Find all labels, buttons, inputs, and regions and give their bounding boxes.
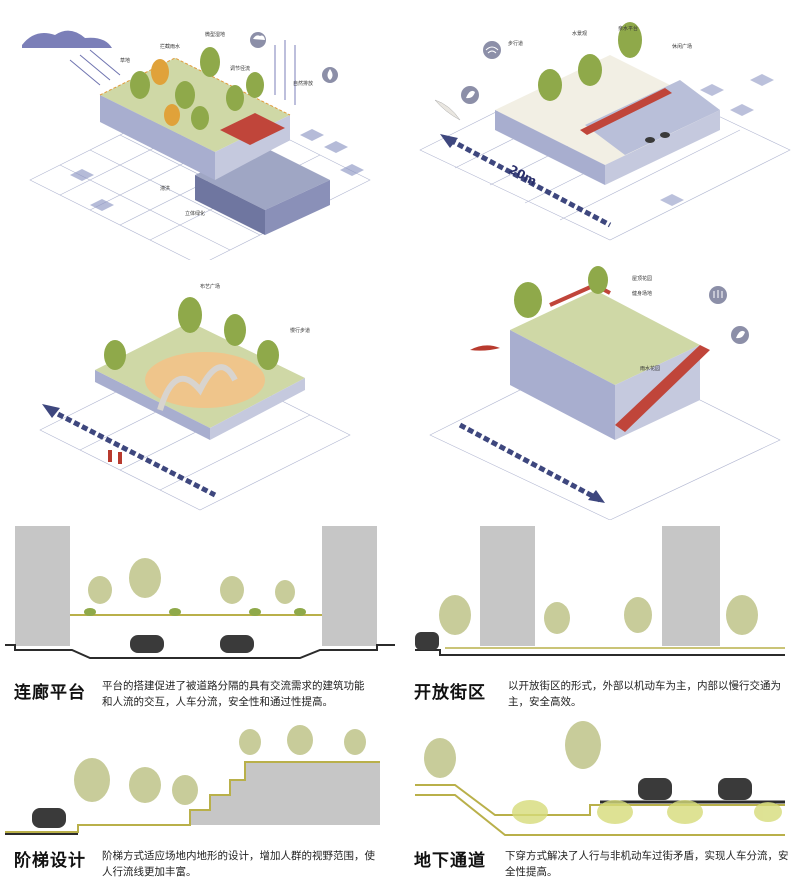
road-arrow xyxy=(440,134,612,228)
section-underpass xyxy=(415,721,785,836)
shrub-glow xyxy=(512,800,782,824)
label-3: 休闲广场 xyxy=(672,43,692,50)
grid-tiles xyxy=(660,74,774,206)
label-2: 雨水花园 xyxy=(640,365,660,372)
sculpture xyxy=(157,364,238,411)
label-1: 健身场地 xyxy=(632,290,652,297)
ramp xyxy=(615,345,710,432)
label-0: 屋顶花园 xyxy=(632,275,652,282)
road-block-front xyxy=(265,180,330,235)
label-0: 草地 xyxy=(120,57,130,64)
wifi-icon xyxy=(483,41,501,59)
label-0: 布艺广场 xyxy=(200,283,220,290)
road-arrow xyxy=(42,404,217,498)
road-profile xyxy=(415,649,785,656)
label-5: 滞洪 xyxy=(160,185,170,192)
deck-wall xyxy=(95,370,210,440)
leaf-icon xyxy=(461,86,479,104)
underpass-floor xyxy=(415,794,785,836)
swans xyxy=(645,132,670,143)
terrace-wall xyxy=(510,330,615,440)
iso-terrace: 屋顶花园 健身场地 雨水花园 xyxy=(429,266,781,520)
rain-arrows xyxy=(69,49,121,86)
red-walkway xyxy=(580,88,672,135)
car xyxy=(415,632,439,650)
cars xyxy=(638,778,752,800)
caption-text-2: 阶梯方式适应场地内地形的设计，增加人群的视野范围，使人行流线更加丰富。 xyxy=(102,850,375,878)
deck-top xyxy=(495,55,720,165)
trees xyxy=(439,595,758,635)
stepped-mass xyxy=(95,762,380,825)
building-right xyxy=(322,526,377,646)
deck-front xyxy=(605,110,720,185)
caption-text-3: 下穿方式解决了人行与非机动车过街矛盾，实现人车分流，安全性提高。 xyxy=(505,850,789,878)
road-block-side xyxy=(195,175,265,235)
car xyxy=(32,808,66,828)
water-drop-icon xyxy=(322,67,338,83)
label-0: 步行道 xyxy=(508,40,523,47)
label-1: 拦截雨水 xyxy=(160,43,180,50)
bird xyxy=(434,99,461,121)
caption-title-1: 开放街区 xyxy=(414,683,486,703)
road-arrow xyxy=(458,422,605,503)
trees xyxy=(538,22,642,101)
shrubs xyxy=(84,608,306,616)
updraft-arrows xyxy=(274,40,296,105)
label-6: 立体绿化 xyxy=(185,210,205,217)
trees xyxy=(88,558,295,604)
building-left xyxy=(15,526,70,646)
section-stepped-design xyxy=(5,725,380,835)
water-pool xyxy=(585,80,720,155)
iso-plaza: 布艺广场 慢行步道 xyxy=(39,283,351,511)
caption-title-2: 阶梯设计 xyxy=(14,851,86,871)
running-track xyxy=(220,113,285,145)
iso-riverside: 20m 步行道 水景观 亲水平台 休闲广场 xyxy=(419,22,791,241)
deck-front xyxy=(210,378,305,440)
building-left xyxy=(480,526,535,646)
section-connecting-platform xyxy=(5,526,395,659)
caption-title-3: 地下通道 xyxy=(414,851,486,871)
label-2: 微型湿地 xyxy=(205,31,225,38)
label-1: 慢行步道 xyxy=(290,327,310,334)
road-profile xyxy=(5,644,395,659)
bird xyxy=(470,345,500,351)
iso-elevated-park: 草地 拦截雨水 微型湿地 调节径流 自然排放 滞洪 立体绿化 xyxy=(22,30,371,260)
people xyxy=(108,450,122,464)
trees xyxy=(130,47,264,130)
label-1: 水景观 xyxy=(572,30,587,37)
stepped-profile xyxy=(5,761,380,833)
trees xyxy=(74,725,366,805)
hand-icon xyxy=(709,286,727,304)
rain-icon xyxy=(250,32,266,48)
cloud-icon xyxy=(22,30,112,48)
terrace-top xyxy=(510,290,700,385)
label-4: 自然排放 xyxy=(293,80,313,87)
scale-label: 20m xyxy=(507,162,539,188)
deck-wall xyxy=(495,110,605,185)
section-open-block xyxy=(415,526,785,656)
trees xyxy=(514,266,608,318)
deck-wall xyxy=(100,95,215,180)
label-3: 调节径流 xyxy=(230,65,250,72)
caption-text-1: 以开放街区的形式，外部以机动车为主，内部以慢行交通为主，安全高效。 xyxy=(508,680,781,708)
caption-text-0: 平台的搭建促进了被道路分隔的具有交流需求的建筑功能和人流的交互，人车分流，安全性… xyxy=(102,680,365,708)
leaf-icon xyxy=(731,326,749,344)
building-right xyxy=(662,526,720,646)
trees xyxy=(104,297,279,370)
caption-title-0: 连廊平台 xyxy=(14,683,86,703)
cars xyxy=(130,635,254,653)
label-2: 亲水平台 xyxy=(618,25,638,32)
trees xyxy=(424,721,601,778)
grid-tiles xyxy=(70,129,364,211)
